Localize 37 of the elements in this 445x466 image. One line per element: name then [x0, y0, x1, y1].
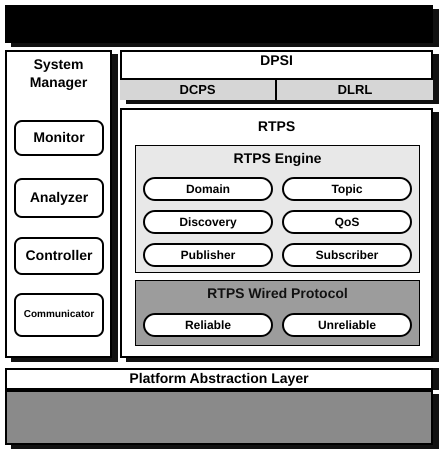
component-pill — [143, 210, 273, 234]
component-label: Communicator — [24, 308, 94, 322]
panel-heading: RTPS Wired Protocol — [207, 284, 348, 302]
module-box — [14, 178, 104, 218]
module-box — [14, 293, 104, 337]
component-pill — [143, 243, 273, 267]
component-label: Reliable — [184, 318, 232, 332]
component-pill — [143, 313, 273, 337]
panel-heading: RTPS Engine — [234, 149, 322, 168]
component-label: QoS — [334, 214, 360, 230]
panel-heading: System Manager — [28, 55, 88, 91]
component-label: Subscriber — [316, 248, 378, 262]
component-pill — [282, 210, 412, 234]
module-box — [14, 120, 104, 156]
component-pill — [282, 177, 412, 201]
component-label: Platform Abstraction Layer — [129, 370, 309, 388]
component-pill — [282, 313, 412, 337]
component-label: DCPS — [179, 82, 216, 98]
component-label: Topic — [331, 182, 363, 196]
top-band — [5, 5, 433, 43]
component-label: Controller — [26, 247, 92, 265]
component-pill — [143, 177, 273, 201]
dcps-box — [120, 78, 277, 100]
dlrl-box — [277, 78, 433, 100]
component-label: Discovery — [179, 214, 237, 230]
component-label: Analyzer — [30, 189, 88, 207]
panel-heading: RTPS — [258, 117, 296, 136]
module-box — [14, 237, 104, 275]
component-label: DLRL — [338, 82, 372, 98]
protocol-panel — [135, 280, 420, 346]
component-pill — [282, 243, 412, 267]
panel-heading: DPSI — [260, 52, 293, 70]
component-label: Domain — [186, 182, 230, 196]
component-label: Unreliable — [318, 318, 376, 332]
component-label: Publisher — [180, 248, 236, 262]
engine-panel — [135, 145, 420, 273]
component-label: Monitor — [33, 129, 85, 147]
